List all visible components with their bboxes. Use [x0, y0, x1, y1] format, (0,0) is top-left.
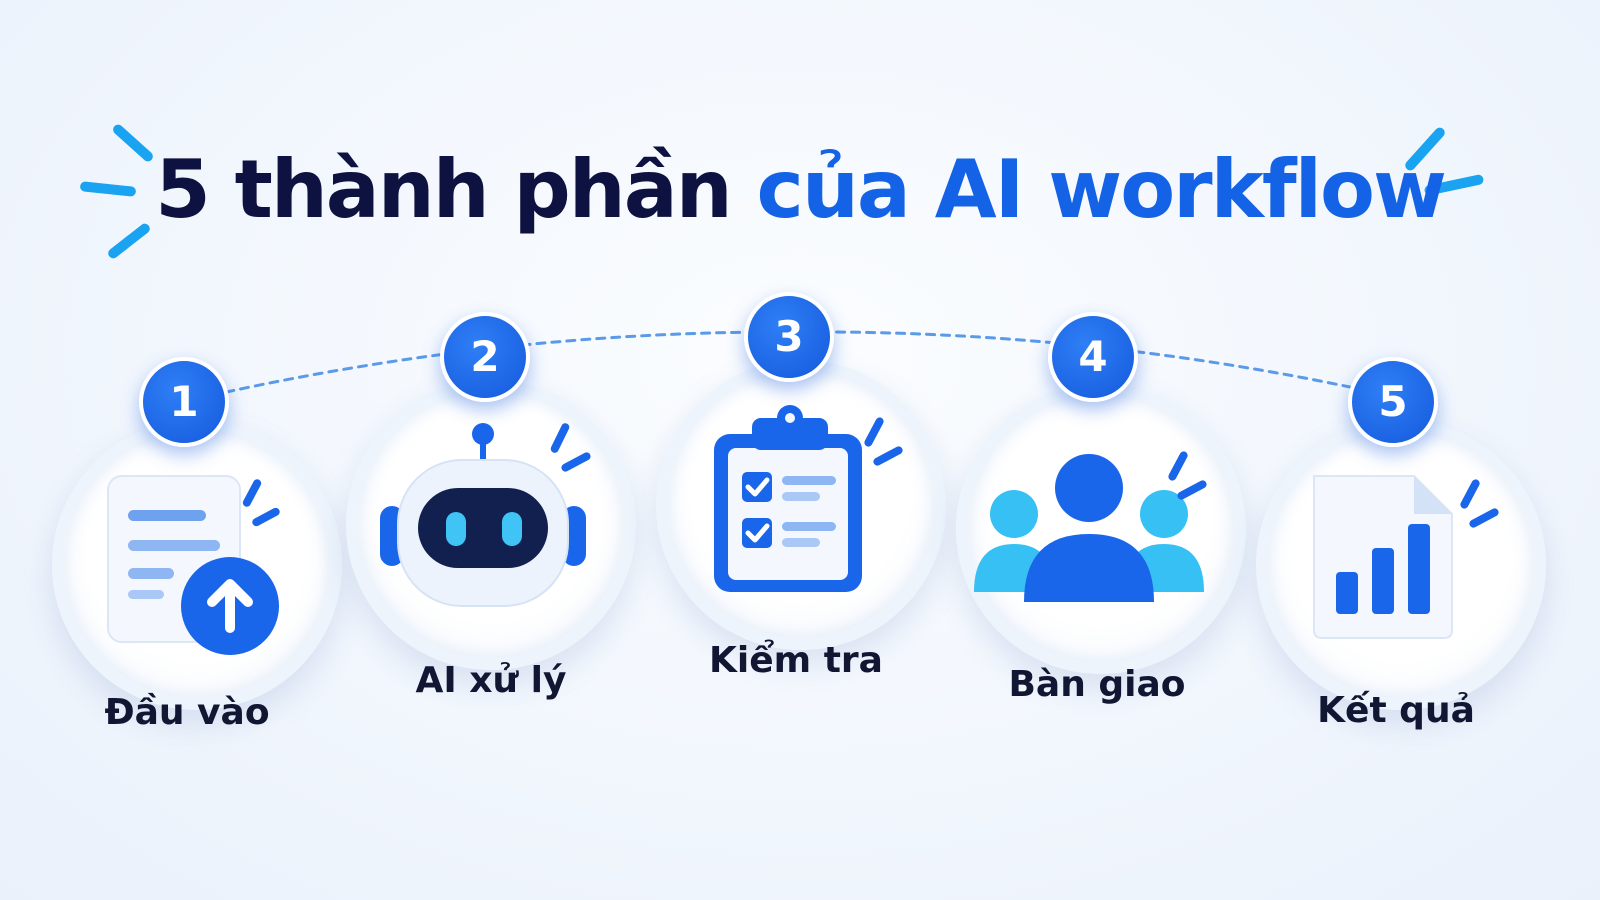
step-1 — [52, 420, 342, 710]
clipboard-checklist-icon — [714, 405, 903, 592]
step-5 — [1256, 420, 1546, 710]
team-users-icon — [974, 451, 1207, 602]
step-2-badge: 2 — [440, 312, 530, 402]
step-4-label: Bàn giao — [1008, 664, 1186, 705]
step-1-label: Đầu vào — [104, 692, 270, 733]
step-3-badge: 3 — [744, 292, 834, 382]
step-4 — [956, 384, 1246, 674]
step-5-label: Kết quả — [1317, 690, 1475, 731]
step-3-label: Kiểm tra — [709, 640, 883, 681]
title-part-dark: 5 thành phần — [155, 143, 733, 236]
report-chart-icon — [1313, 475, 1499, 639]
robot-icon — [380, 423, 591, 607]
title-part-blue: của AI workflow — [756, 143, 1447, 236]
step-5-badge: 5 — [1348, 357, 1438, 447]
page-title: 5 thành phần của AI workflow — [0, 150, 1600, 230]
step-2 — [346, 380, 636, 670]
document-upload-icon — [107, 475, 280, 655]
step-1-badge: 1 — [139, 357, 229, 447]
step-4-badge: 4 — [1048, 312, 1138, 402]
step-2-label: AI xử lý — [415, 660, 567, 701]
step-3 — [656, 360, 946, 650]
